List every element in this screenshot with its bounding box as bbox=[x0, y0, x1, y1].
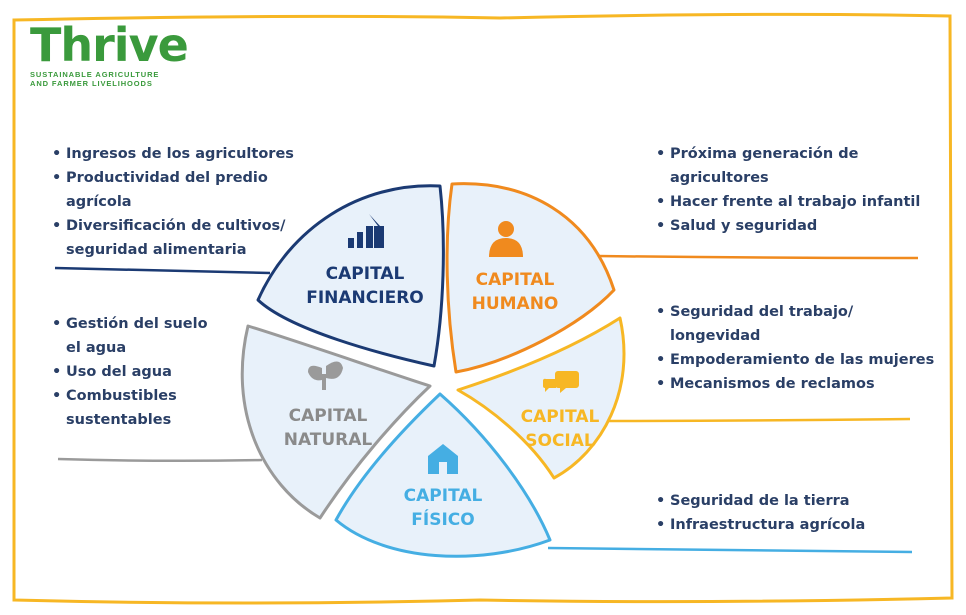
list-item: agricultores bbox=[670, 170, 769, 186]
list-item: Seguridad de la tierra bbox=[656, 489, 936, 513]
list-item: sustentables bbox=[66, 412, 172, 428]
list-item: Hacer frente al trabajo infantil bbox=[656, 190, 946, 214]
label-line1: CAPITAL bbox=[475, 270, 555, 290]
list-item: Infraestructura agrícola bbox=[656, 513, 936, 537]
list-item: longevidad bbox=[670, 328, 761, 344]
list-item: Diversificación de cultivos/ bbox=[52, 214, 312, 238]
label-line2: FINANCIERO bbox=[306, 288, 424, 308]
label-line2: SOCIAL bbox=[525, 431, 595, 451]
label-capital-fisico: CAPITAL FÍSICO bbox=[388, 484, 498, 532]
connector-humano bbox=[597, 254, 919, 260]
label-line2: HUMANO bbox=[471, 294, 559, 314]
label-capital-natural: CAPITAL NATURAL bbox=[268, 404, 388, 452]
connector-fisico bbox=[547, 546, 913, 554]
segment-social[interactable] bbox=[456, 316, 626, 480]
label-line2: FÍSICO bbox=[411, 510, 475, 530]
connector-financiero bbox=[54, 266, 271, 275]
list-item: el agua bbox=[66, 340, 127, 356]
segment-humano[interactable] bbox=[445, 182, 616, 374]
logo-subtitle-line1: SUSTAINABLE AGRICULTURE bbox=[30, 70, 160, 79]
bar-chart-up-icon bbox=[348, 214, 384, 248]
list-item: seguridad alimentaria bbox=[66, 242, 247, 258]
label-capital-financiero: CAPITAL FINANCIERO bbox=[300, 262, 430, 310]
list-item: Productividad del predio bbox=[52, 166, 312, 190]
label-capital-social: CAPITAL SOCIAL bbox=[505, 405, 615, 453]
list-item: Seguridad del trabajo/ bbox=[656, 300, 956, 324]
list-item: Gestión del suelo bbox=[52, 312, 252, 336]
logo-wordmark: Thrive bbox=[30, 18, 189, 72]
segment-natural[interactable] bbox=[240, 324, 432, 520]
label-line1: CAPITAL bbox=[520, 407, 600, 427]
list-item: Salud y seguridad bbox=[656, 214, 946, 238]
list-item: Mecanismos de reclamos bbox=[656, 372, 956, 396]
segment-fisico[interactable] bbox=[334, 392, 552, 558]
connector-natural bbox=[57, 457, 263, 463]
thrive-logo: Thrive SUSTAINABLE AGRICULTURE AND FARME… bbox=[30, 18, 189, 88]
list-financiero: Ingresos de los agricultores Productivid… bbox=[52, 142, 312, 262]
logo-subtitle-line2: AND FARMER LIVELIHOODS bbox=[30, 79, 153, 88]
segment-financiero[interactable] bbox=[256, 184, 445, 368]
barn-icon bbox=[428, 444, 458, 474]
list-fisico: Seguridad de la tierra Infraestructura a… bbox=[656, 489, 936, 537]
list-item: agrícola bbox=[66, 194, 132, 210]
label-line1: CAPITAL bbox=[288, 406, 368, 426]
label-line1: CAPITAL bbox=[403, 486, 483, 506]
list-item: Ingresos de los agricultores bbox=[52, 142, 312, 166]
list-social: Seguridad del trabajo/ longevidad Empode… bbox=[656, 300, 956, 396]
person-icon bbox=[489, 221, 523, 257]
list-humano: Próxima generación de agricultores Hacer… bbox=[656, 142, 946, 238]
label-line1: CAPITAL bbox=[325, 264, 405, 284]
connector-social bbox=[579, 417, 911, 423]
list-item: Uso del agua bbox=[52, 360, 252, 384]
list-natural: Gestión del suelo el agua Uso del agua C… bbox=[52, 312, 252, 432]
chat-bubbles-icon bbox=[542, 371, 579, 393]
list-item: Combustibles bbox=[52, 384, 252, 408]
list-item: Próxima generación de bbox=[656, 142, 946, 166]
label-capital-humano: CAPITAL HUMANO bbox=[460, 268, 570, 316]
list-item: Empoderamiento de las mujeres bbox=[656, 348, 956, 372]
label-line2: NATURAL bbox=[283, 430, 373, 450]
sprout-icon bbox=[308, 361, 343, 390]
